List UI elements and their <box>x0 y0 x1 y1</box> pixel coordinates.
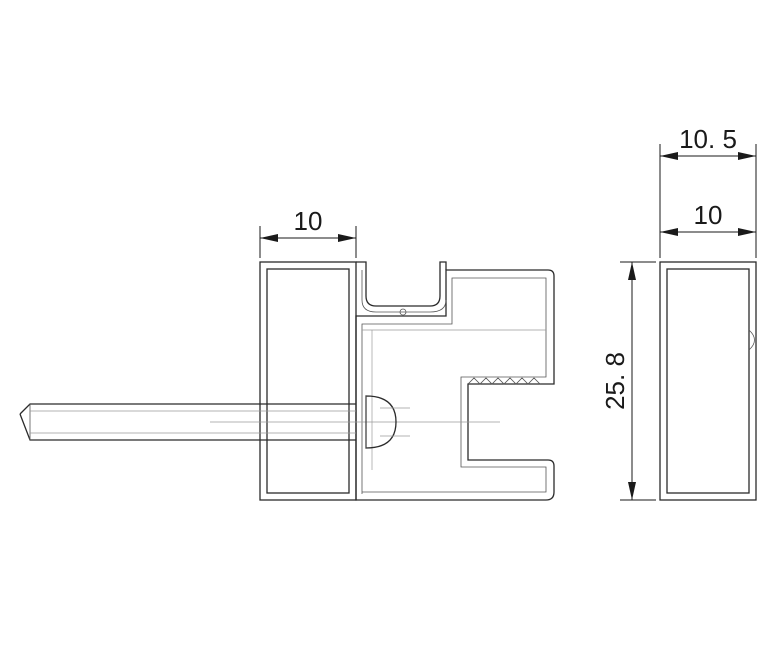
tube-profile-left <box>259 261 357 501</box>
dimension-label-right-height: 25. 8 <box>600 352 630 410</box>
right-assembly: 10. 5 10 25. 8 <box>600 124 757 501</box>
dimension-label-left: 10 <box>294 206 323 236</box>
dimension-label-right-outer: 10. 5 <box>679 124 737 154</box>
dimension-right-height: 25. 8 <box>600 261 656 501</box>
bolt <box>19 395 500 449</box>
tube-profile-right <box>659 261 757 501</box>
dimension-left-width: 10 <box>259 206 357 258</box>
dimension-right-inner-width: 10 <box>660 200 756 236</box>
dimension-label-right-inner: 10 <box>694 200 723 230</box>
dimension-right-outer-width: 10. 5 <box>659 124 757 258</box>
left-assembly: 10 <box>19 206 555 501</box>
clamp-profile <box>355 261 555 501</box>
